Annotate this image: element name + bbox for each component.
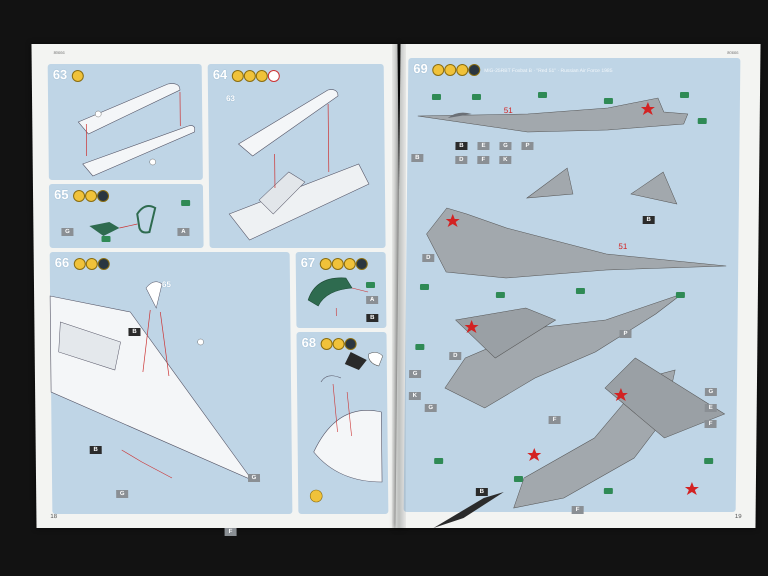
paint-code-chip: K: [499, 156, 512, 164]
paint-code-chip: D: [455, 156, 468, 164]
decal-tag: [495, 292, 505, 298]
paint-code-chip: F: [477, 156, 490, 164]
aircraft-side-number: 51: [618, 242, 628, 251]
step-67-panel: 67 A B: [295, 252, 387, 328]
decal-tag: [679, 92, 690, 98]
paint-code-chip: K: [408, 392, 421, 400]
decal-tag: [575, 288, 585, 294]
decal-tag: [434, 458, 444, 464]
step-65-panel: 65 G A: [48, 184, 204, 248]
paint-code-chip: B: [128, 328, 141, 336]
paint-code-chip: B: [366, 314, 379, 322]
paint-code-chip: G: [499, 142, 512, 150]
right-page: 80666 69 MiG-25RBT Foxbat B · "Red 51" ·…: [395, 44, 761, 528]
page-code: 80666: [53, 50, 65, 55]
decal-tag: [181, 200, 191, 206]
paint-code-chip: D: [449, 352, 462, 360]
decal-tag: [537, 92, 548, 98]
paint-code-chip: G: [409, 370, 422, 378]
paint-code-chip: G: [247, 474, 261, 482]
paint-code-chip: A: [177, 228, 190, 236]
decal-tag: [365, 282, 376, 288]
windscreen-drawing: [89, 205, 157, 236]
paint-code-chip: B: [642, 216, 655, 224]
paint-code-chip: B: [475, 488, 488, 496]
paint-code-chip: D: [422, 254, 435, 262]
paint-code-chip: G: [116, 490, 129, 498]
camouflage-scheme-drawing: [417, 97, 727, 528]
fuselage-assembly-drawing: [228, 89, 370, 241]
paint-code-chip: E: [477, 142, 490, 150]
decal-tag: [603, 488, 613, 494]
paint-code-chip: G: [61, 228, 74, 236]
paint-code-chip: F: [704, 420, 717, 428]
decal-tag: [603, 98, 613, 104]
step-64-panel: 64 63: [207, 64, 386, 248]
decal-tag: [415, 344, 425, 350]
paint-code-chip: F: [224, 528, 237, 536]
page-number: 19: [734, 514, 742, 520]
paint-code-chip: P: [619, 330, 632, 338]
paint-code-chip: E: [704, 404, 717, 412]
paint-code-chip: B: [455, 142, 468, 150]
paint-code-chip: F: [571, 506, 584, 514]
step-63-panel: 63: [47, 64, 203, 180]
step-68-panel: 68: [296, 332, 389, 514]
left-page: 80666 63 64 63: [31, 44, 403, 536]
paint-code-chip: P: [521, 142, 534, 150]
decal-tag: [101, 236, 111, 242]
paint-code-chip: G: [704, 388, 717, 396]
paint-code-chip: B: [89, 446, 102, 454]
decal-tag: [704, 458, 714, 464]
decal-tag: [675, 292, 685, 298]
decal-tag: [513, 476, 524, 482]
page-code: 80666: [727, 50, 739, 55]
aircraft-side-number: 51: [503, 106, 513, 115]
decal-tag: [431, 94, 442, 100]
booklet-spine: [392, 44, 406, 528]
canopy-frame-drawing: [307, 277, 369, 316]
nose-section-drawing: [49, 281, 253, 481]
decal-tag: [419, 284, 430, 290]
canopy-halves-drawing: [77, 83, 196, 177]
step-66-panel: 66 65 B B G G F: [49, 252, 293, 536]
paint-code-chip: F: [548, 416, 561, 424]
paint-code-chip: A: [366, 296, 379, 304]
decal-tag: [697, 118, 707, 124]
canopy-installation-drawing: [309, 352, 384, 503]
decal-tag: [471, 94, 482, 100]
paint-code-chip: B: [411, 154, 424, 162]
page-number: 18: [50, 514, 58, 520]
step-69-panel: 69 MiG-25RBT Foxbat B · "Red 51" · Russi…: [403, 58, 741, 528]
paint-code-chip: G: [424, 404, 437, 412]
